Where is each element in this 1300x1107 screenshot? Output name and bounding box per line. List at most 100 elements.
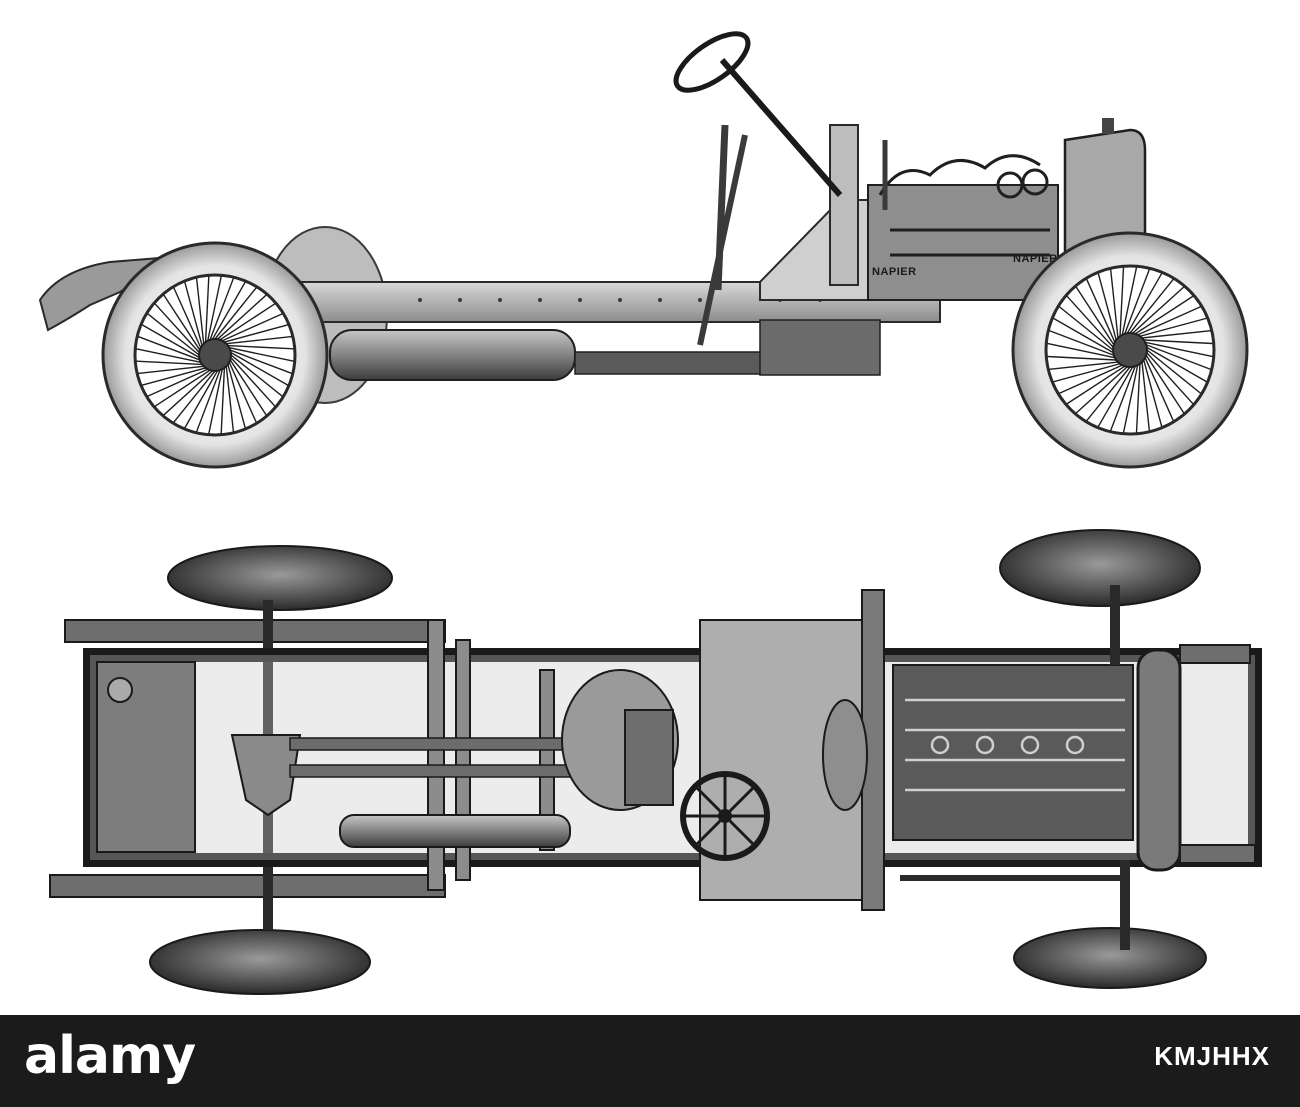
- wire-spoke: [211, 281, 246, 340]
- wire-spoke: [1119, 267, 1125, 337]
- wire-spoke: [226, 335, 292, 345]
- wire-spoke: [137, 335, 201, 361]
- engine-pipes: [878, 154, 1050, 257]
- wire-spoke: [229, 347, 294, 362]
- wire-spoke: [141, 324, 200, 359]
- steering-wheel-side: [673, 31, 751, 93]
- rear-bottom-wheel: [149, 929, 371, 995]
- radiator-cap: [1102, 118, 1114, 134]
- plan-view-chassis: [49, 529, 1262, 995]
- wire-spoke: [1097, 273, 1117, 341]
- wire-spoke: [1049, 329, 1115, 356]
- wire-spoke: [209, 277, 235, 341]
- front-spring-top: [1179, 644, 1251, 664]
- wire-spoke: [173, 287, 202, 349]
- wire-spoke: [1058, 364, 1123, 394]
- gearbox-plan: [624, 709, 674, 806]
- engine-plan-detail: [905, 698, 1125, 792]
- wire-spoke: [1075, 286, 1115, 346]
- wire-spoke: [1146, 349, 1202, 394]
- wire-spoke: [1143, 359, 1163, 427]
- wire-spoke: [220, 367, 226, 434]
- wire-spoke: [230, 357, 276, 407]
- wire-spoke: [1135, 363, 1141, 433]
- tank-filler-cap: [107, 677, 133, 703]
- wire-spoke: [219, 303, 276, 341]
- wire-spoke: [195, 278, 205, 344]
- wire-spoke: [1066, 295, 1114, 348]
- wire-spoke: [228, 361, 257, 423]
- steering-wheel-top: [680, 771, 770, 861]
- wire-spoke: [136, 348, 201, 363]
- wire-spoke: [204, 276, 210, 343]
- front-bottom-wheel: [1013, 927, 1207, 989]
- wire-spoke: [136, 360, 203, 366]
- wire-spoke: [1047, 355, 1117, 361]
- wire-spoke: [1075, 366, 1128, 414]
- wire-spoke: [163, 370, 213, 416]
- rear-near-wheel: [101, 241, 329, 469]
- front-top-wheel: [999, 529, 1201, 607]
- wire-spoke: [1132, 286, 1185, 334]
- wire-spoke: [184, 370, 219, 429]
- plan-silencer: [339, 814, 571, 848]
- wire-spoke: [1145, 341, 1213, 358]
- wire-spoke: [1134, 295, 1194, 335]
- napier-badge-left: NAPIER: [872, 266, 917, 278]
- wire-spoke: [1124, 269, 1151, 335]
- wire-spoke: [1144, 357, 1174, 422]
- wire-spoke: [230, 351, 289, 386]
- plan-frame-outer: [83, 648, 1262, 867]
- wire-spoke: [1126, 272, 1163, 334]
- wire-spoke: [147, 368, 209, 397]
- wire-spoke: [1066, 365, 1126, 405]
- rear-axle-bottom: [49, 874, 446, 898]
- wire-spoke: [227, 344, 294, 350]
- engine-flywheel-plan: [822, 699, 868, 811]
- wire-spoke: [141, 367, 206, 386]
- wire-spoke: [225, 366, 235, 432]
- differential: [230, 734, 302, 817]
- vintage-chassis-photograph: NAPIER NAPIER: [38, 31, 1262, 995]
- wire-spoke: [1122, 365, 1139, 433]
- wire-spoke: [1137, 306, 1202, 336]
- dash-post: [829, 124, 859, 286]
- front-axle-bottom: [1120, 860, 1130, 950]
- wire-spoke: [1086, 278, 1116, 343]
- wire-spoke: [184, 281, 203, 346]
- wire-spoke: [1129, 278, 1174, 334]
- radiator-side: [1063, 128, 1147, 257]
- wire-spoke: [1052, 317, 1114, 354]
- engine-block-plan: [892, 664, 1134, 841]
- steering-column: [719, 58, 843, 197]
- wire-spoke: [173, 370, 216, 423]
- wire-spoke: [229, 349, 293, 375]
- wire-spoke: [217, 294, 267, 340]
- wire-spoke: [214, 287, 257, 340]
- wire-spoke: [1053, 363, 1121, 383]
- wire-spoke: [154, 303, 200, 353]
- front-near-wheel: [1011, 231, 1249, 469]
- exhaust-silencer: [329, 329, 576, 381]
- wire-spoke: [230, 354, 283, 397]
- wire-spoke: [1097, 366, 1134, 428]
- wire-spoke: [229, 359, 267, 416]
- wire-spoke: [147, 313, 200, 356]
- brake-lever: [697, 134, 748, 346]
- wire-spoke: [163, 294, 201, 351]
- wire-spoke: [154, 369, 211, 407]
- alamy-logo[interactable]: alamy: [24, 1026, 196, 1086]
- napier-badge-right: NAPIER: [1013, 253, 1058, 265]
- wire-spoke: [1143, 339, 1213, 345]
- wire-spoke: [1047, 342, 1115, 359]
- wire-spoke: [1086, 366, 1131, 422]
- image-id-label: KMJHHX: [1154, 1041, 1270, 1071]
- wire-spoke: [1058, 306, 1114, 351]
- wire-spoke: [1145, 354, 1185, 414]
- wire-spoke: [1109, 365, 1136, 431]
- wire-spoke: [1141, 329, 1211, 339]
- wire-spoke: [208, 369, 223, 434]
- wire-spoke: [1109, 269, 1119, 339]
- wire-spoke: [221, 313, 283, 342]
- radiator-plan: [1136, 648, 1182, 872]
